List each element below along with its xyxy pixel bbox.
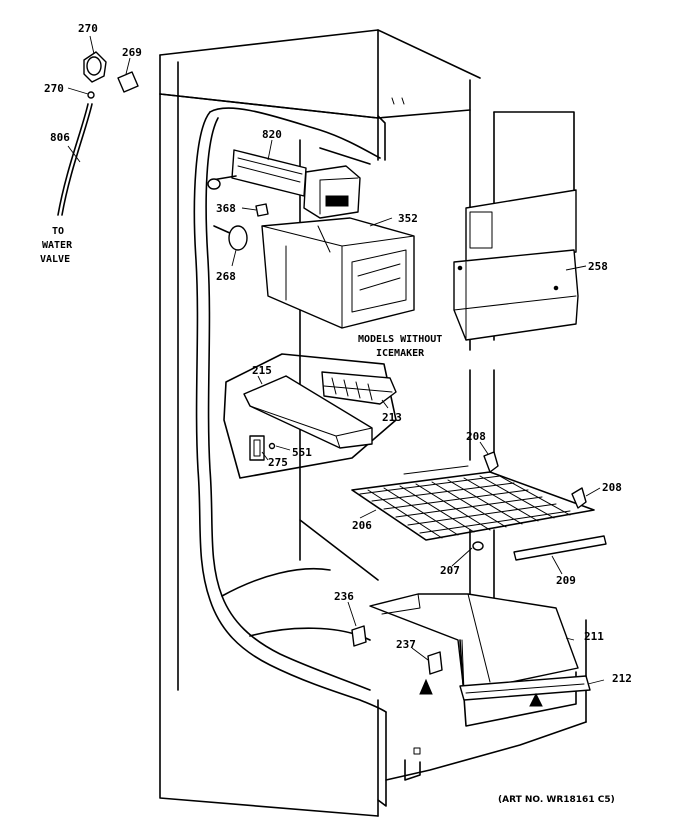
models-without-icemaker-note: MODELS WITHOUT ICEMAKER [358, 334, 442, 359]
part-270-fitting: 270 [78, 22, 98, 35]
art-number: (ART NO. WR18161 C5) [498, 795, 615, 805]
shelf-brackets [472, 451, 587, 551]
part-258-panel: 258 [588, 260, 608, 273]
models-note-line-1: MODELS WITHOUT [358, 334, 442, 345]
icemaker-assembly [207, 147, 371, 219]
part-269-tube-insert: 269 [122, 46, 142, 59]
freezer-basket [369, 593, 591, 727]
ice-bucket [261, 217, 415, 329]
feeler-arm-knob [213, 225, 248, 251]
part-209-rail: 209 [556, 574, 576, 587]
part-206-shelf: 206 [352, 519, 372, 532]
water-note-line-1: TO [52, 226, 64, 237]
part-551: 551 [292, 446, 312, 459]
part-208-bracket-right: 208 [602, 481, 622, 494]
part-806-water-tube: 806 [50, 131, 70, 144]
part-212: 212 [612, 672, 632, 685]
part-211-basket: 211 [584, 630, 604, 643]
water-fitting-assembly [57, 51, 139, 216]
icemaker-clip [255, 203, 269, 217]
part-215-bin: 215 [252, 364, 272, 377]
shelf-front-rail [513, 535, 607, 561]
part-820-icemaker: 820 [262, 128, 282, 141]
part-268-knob: 268 [216, 270, 236, 283]
leader-lines [67, 35, 605, 685]
part-labels: 270 269 270 806 820 368 352 268 258 215 … [44, 22, 632, 685]
part-213-ice-tray: 213 [382, 411, 402, 424]
part-275: 275 [268, 456, 288, 469]
to-water-valve-note: TO WATER VALVE [40, 226, 73, 265]
basket-supports [351, 625, 443, 675]
part-208-bracket-left: 208 [466, 430, 486, 443]
part-270-nut: 270 [44, 82, 64, 95]
rear-duct-panel [453, 189, 579, 341]
water-note-line-3: VALVE [40, 254, 70, 265]
part-207: 207 [440, 564, 460, 577]
water-note-line-2: WATER [42, 240, 73, 251]
part-237: 237 [396, 638, 416, 651]
no-icemaker-inset [223, 353, 397, 479]
models-note-line-2: ICEMAKER [376, 348, 425, 359]
part-236: 236 [334, 590, 354, 603]
part-368-clip: 368 [216, 202, 236, 215]
wire-shelf [351, 465, 595, 541]
part-352-ice-bucket: 352 [398, 212, 418, 225]
